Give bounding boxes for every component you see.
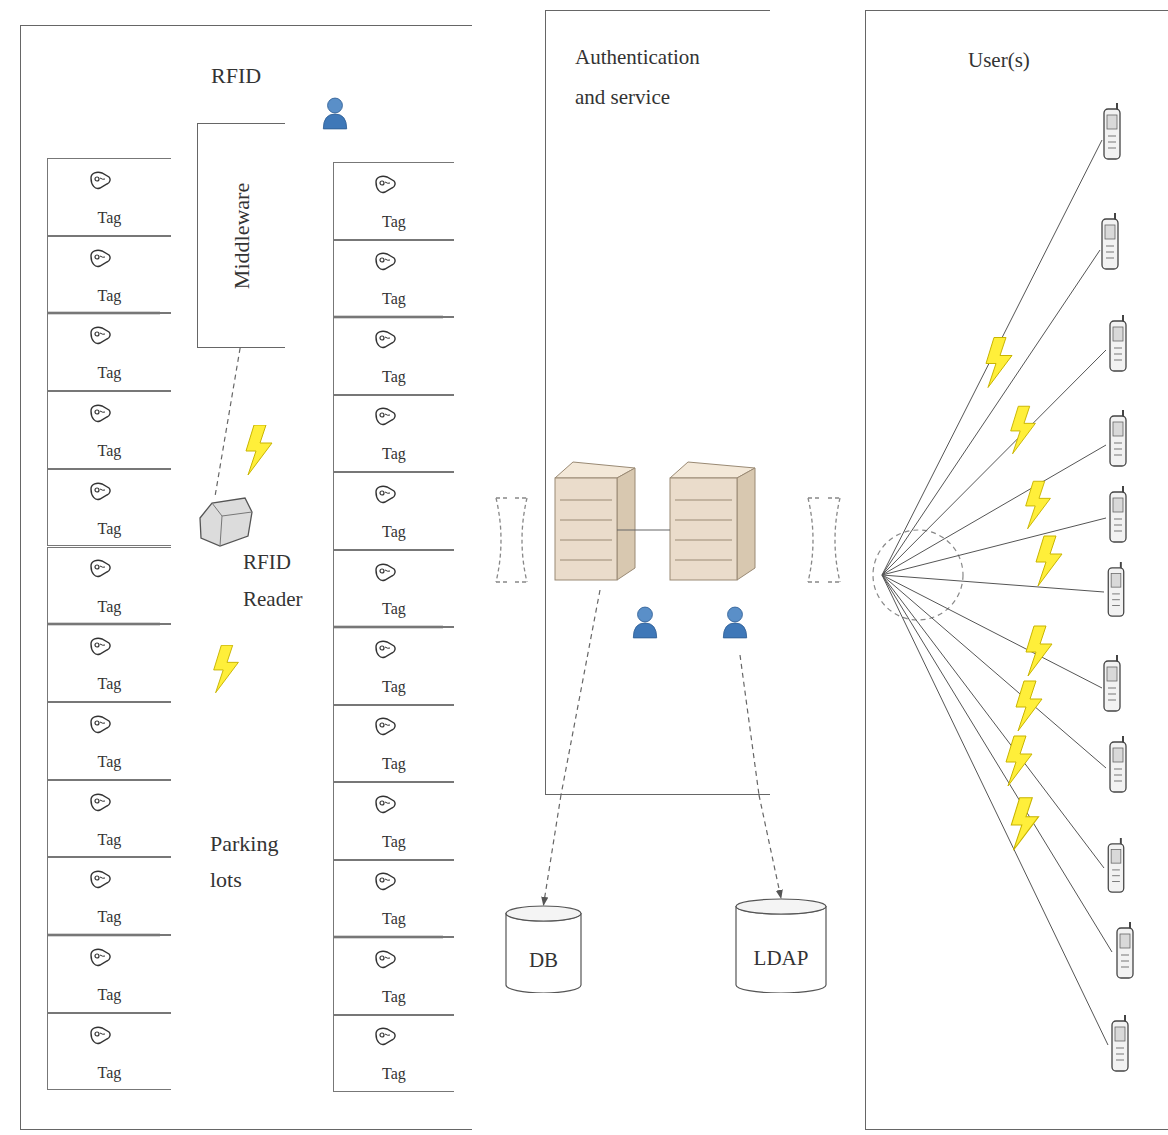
wireless-bolts [986,338,1062,851]
tag-box: Tag [333,162,454,240]
reader-label: RFID Reader [243,544,329,618]
tag-label: Tag [48,830,171,849]
tag-label: Tag [48,907,171,926]
server-icon [555,462,635,580]
tag-label: Tag [334,987,454,1006]
dashed-connector [544,795,561,905]
service-panel: Authentication and service [545,10,770,795]
tag-label: Tag [334,599,454,618]
tag-label: Tag [48,674,171,693]
server-icon [670,462,755,580]
tag-label: Tag [334,289,454,308]
database-cylinder: DB [505,905,582,993]
db-leader [561,590,600,795]
tag-box: Tag [47,624,171,702]
tag-label: Tag [334,677,454,696]
tag-label: Tag [334,754,454,773]
tag-box: Tag [47,780,171,858]
tag-label: Tag [334,832,454,851]
tag-box: Tag [47,469,171,547]
server-link [617,529,670,530]
tag-label: Tag [334,522,454,541]
tag-label: Tag [334,909,454,928]
network-bracket [496,498,527,582]
tag-box: Tag [47,702,171,780]
tag-label: Tag [334,1064,454,1083]
tag-label: Tag [48,597,171,616]
network-bracket [808,498,840,582]
person-icon [323,98,346,129]
tag-label: Tag [48,286,171,305]
tag-box: Tag [333,937,454,1015]
tag-label: Tag [334,367,454,386]
tag-box: Tag [333,705,454,783]
wireless-bolt [246,425,272,475]
ldap-cylinder: LDAP [735,898,827,993]
cylinder-body [506,913,581,993]
tag-label: Tag [48,1063,171,1082]
tag-label: Tag [334,212,454,231]
panel-heading: Authentication and service [575,38,725,118]
tag-box: Tag [47,158,171,236]
tag-box: Tag [333,395,454,473]
tag-box: Tag [47,857,171,935]
middleware-label: Middleware [228,182,254,288]
person-icon [633,607,656,638]
tag-box: Tag [333,317,454,395]
cylinder-top [506,906,581,921]
rfid-reader: RFID Reader [195,495,330,615]
tag-box: Tag [333,550,454,628]
tag-box: Tag [47,1013,171,1091]
area-label: Parking lots [210,826,302,899]
tag-box: Tag [47,547,171,625]
cylinder-top [736,899,826,914]
panel-heading: User(s) [968,48,1030,73]
wireless-bolt [214,645,239,693]
ldap-label: LDAP [735,946,827,971]
dashed-connector [215,348,240,495]
tag-box: Tag [333,860,454,938]
tag-label: Tag [48,752,171,771]
ldap-leader [740,655,759,795]
tag-label: Tag [48,985,171,1004]
tag-box: Tag [47,935,171,1013]
tag-box: Tag [47,313,171,391]
tag-box: Tag [333,472,454,550]
rfid-reader-icon [200,498,252,546]
users-panel: User(s) [865,10,1168,1130]
tag-box: Tag [333,1015,454,1093]
tag-box: Tag [333,627,454,705]
tag-label: Tag [48,441,171,460]
tag-label: Tag [48,208,171,227]
panel-heading: RFID [211,63,261,89]
person-icon [723,607,746,638]
tag-label: Tag [48,519,171,538]
tag-box: Tag [47,236,171,314]
tag-label: Tag [48,363,171,382]
tag-box: Tag [47,391,171,469]
cylinder-body [736,906,826,993]
tag-box: Tag [333,782,454,860]
dashed-connector [759,795,781,898]
tag-icons [91,172,395,1044]
cylinder-outline [735,898,827,993]
mobile-phones [1102,103,1133,1071]
tag-label: Tag [334,444,454,463]
database-label: DB [505,948,582,973]
wireless-links [882,140,1112,1045]
rfid-panel: RFIDMiddlewareRFID ReaderTagTagTagTagTag… [20,25,472,1130]
tag-box: Tag [333,240,454,318]
middleware-box: Middleware [197,123,285,348]
